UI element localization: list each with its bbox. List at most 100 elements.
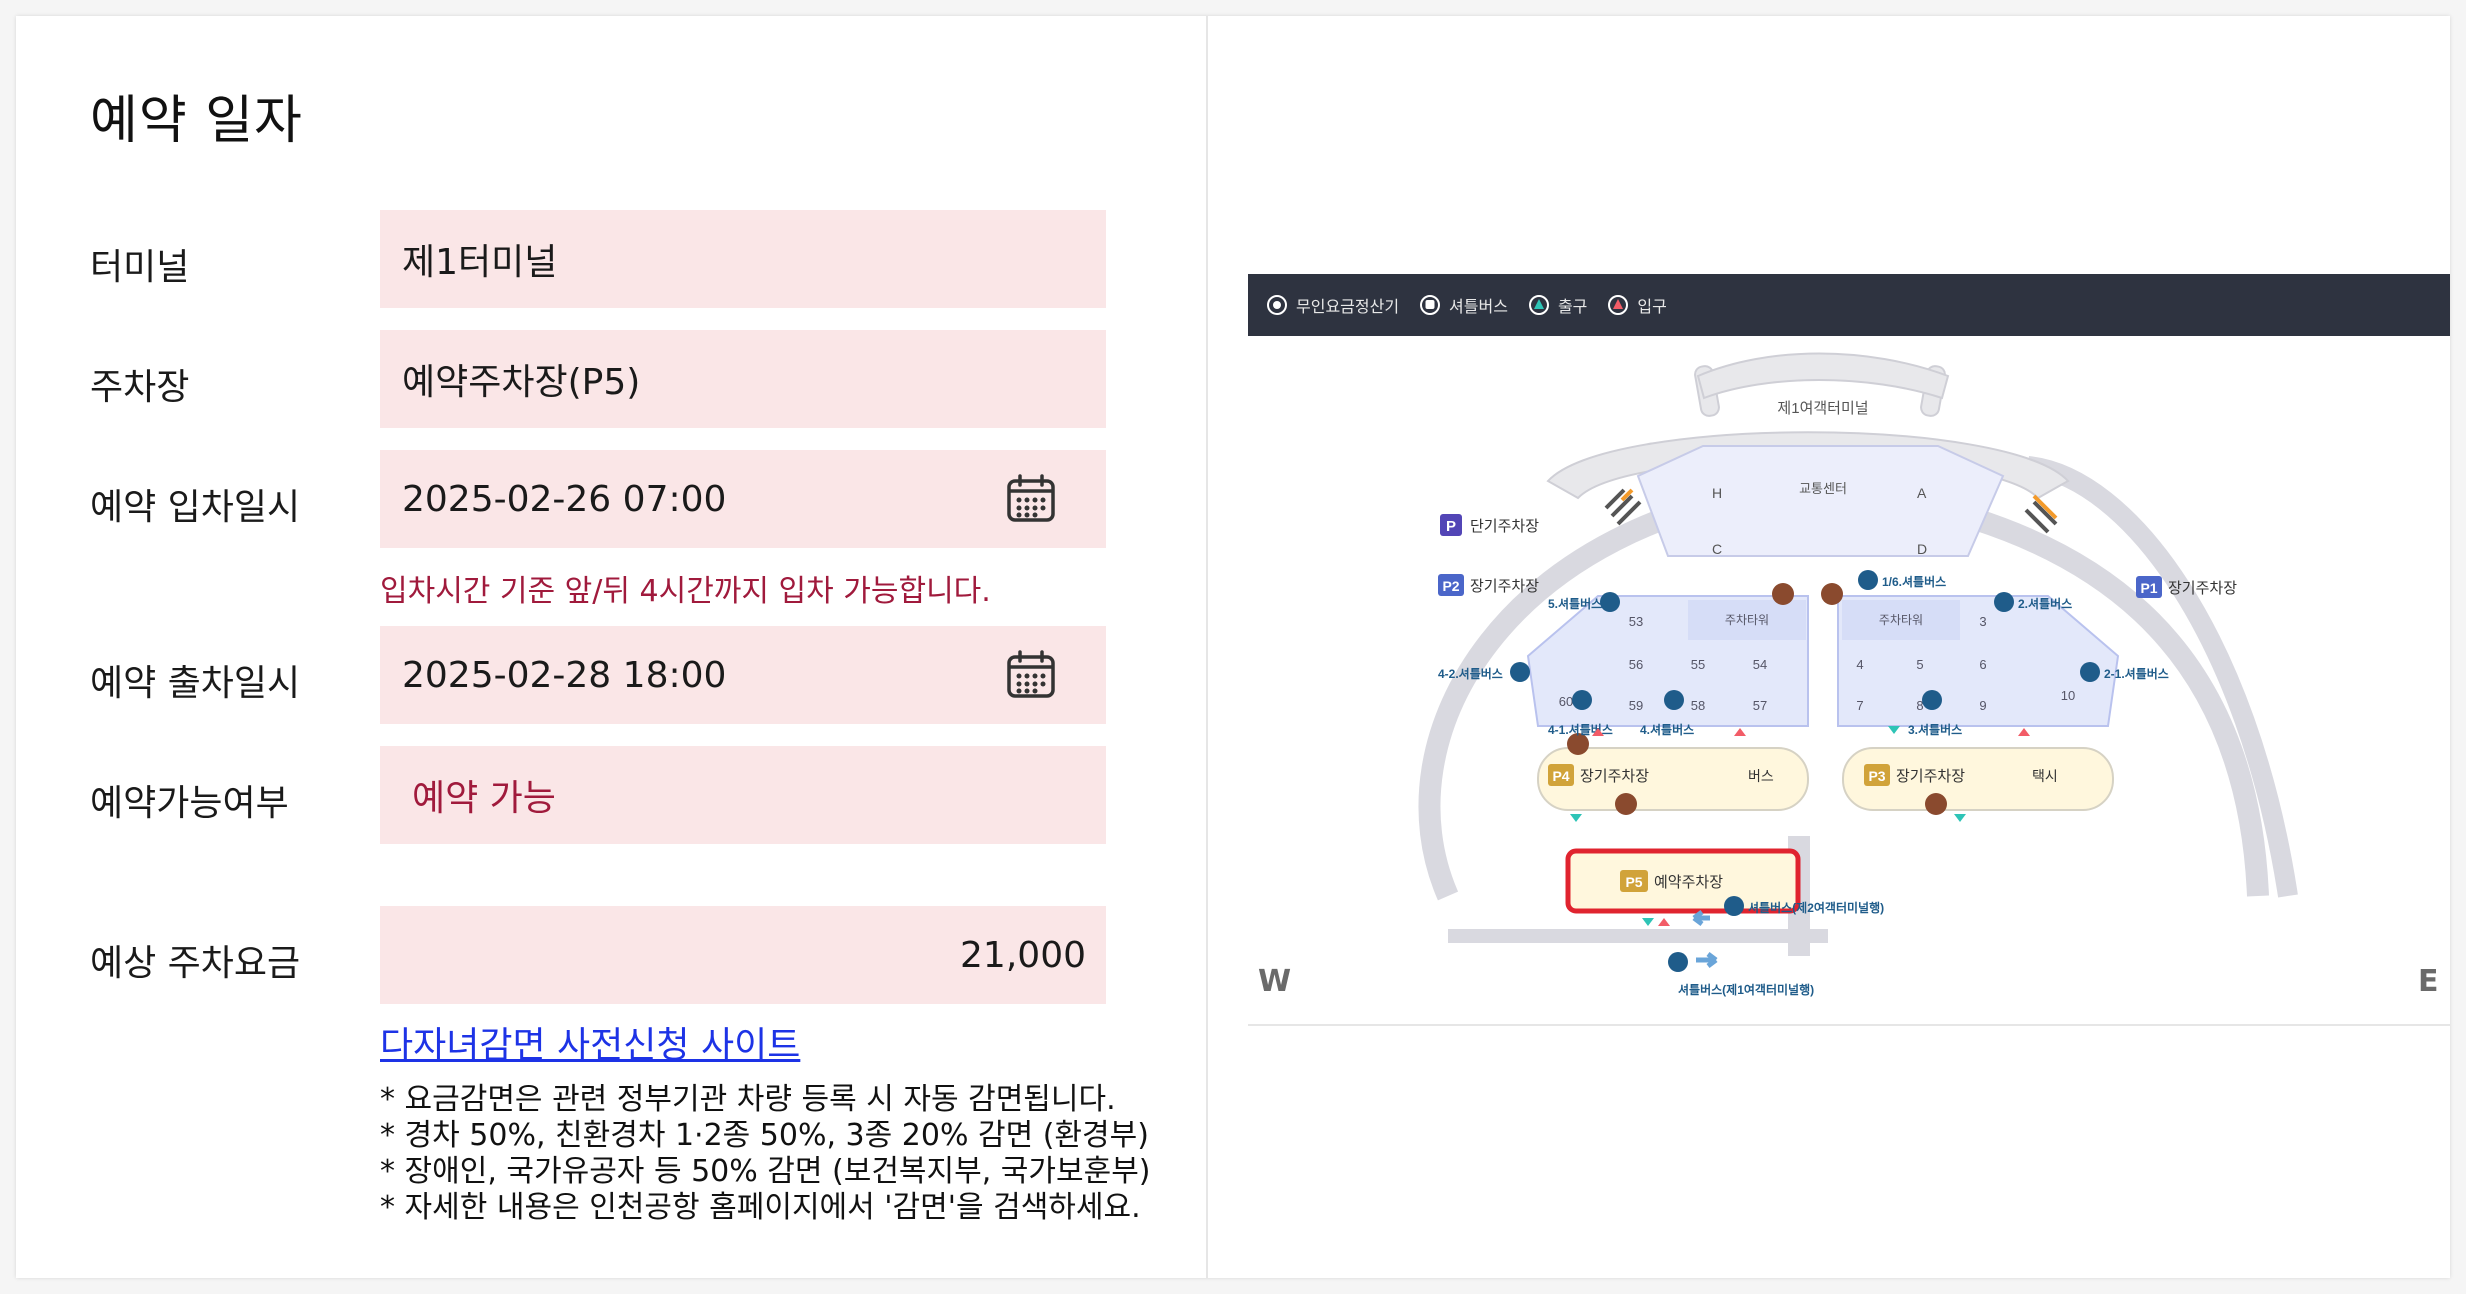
discount-link[interactable]: 다자녀감면 사전신청 사이트 xyxy=(380,1025,801,1066)
terminal-name: 제1여객터미널 xyxy=(1777,400,1868,417)
exit-datetime-field[interactable]: 2025-02-28 18:00 xyxy=(380,626,1106,724)
legend-label: 무인요금정산기 xyxy=(1296,297,1400,316)
pay-station-icon xyxy=(1567,733,1589,755)
entrance-icon xyxy=(1658,918,1670,926)
entrance-icon xyxy=(1608,295,1629,315)
shuttle-labels: 5.셔틀버스 1/6.셔틀버스 2.셔틀버스 4-2.셔틀버스 2-1.셔틀버스… xyxy=(1438,574,2169,997)
block-number: 53 xyxy=(1629,614,1643,629)
shuttle-label: 4.셔틀버스 xyxy=(1640,722,1694,737)
arrow-right-icon xyxy=(1696,952,1718,968)
shuttle-label: 4-1.셔틀버스 xyxy=(1548,722,1613,737)
arrow-left-icon xyxy=(1692,910,1710,926)
p3-tag xyxy=(1864,764,1890,786)
bus-icon xyxy=(1994,592,2014,612)
terminal-value: 제1터미널 xyxy=(402,242,558,283)
bus-icon xyxy=(1668,952,1688,972)
page-title: 예약 일자 xyxy=(90,91,303,151)
fee-value: 21,000 xyxy=(960,934,1086,976)
map-legend: 무인요금정산기 셔틀버스 출구 입구 xyxy=(1248,274,2450,336)
bus-icon xyxy=(1724,896,1744,916)
reservation-form: 예약 일자 터미널 제1터미널 주차장 예약주차장(P5) 예약 입차일시 20… xyxy=(16,16,1206,1278)
parking-lot-field[interactable]: 예약주차장(P5) xyxy=(380,330,1106,428)
block-number: 56 xyxy=(1629,657,1643,672)
note-line: * 경차 50%, 친환경차 1·2종 50%, 3종 20% 감면 (환경부) xyxy=(380,1118,1149,1153)
p4-lot xyxy=(1537,747,1809,811)
p3-label: 장기주차장 xyxy=(1896,768,1965,785)
shuttle-label: 5.셔틀버스 xyxy=(1548,596,1602,611)
east-road xyxy=(2026,456,2298,898)
p4-label: 장기주차장 xyxy=(1580,768,1649,785)
block-number: 59 xyxy=(1629,698,1643,713)
pay-station-icon xyxy=(1772,583,1794,605)
tower-label: 주차타워 xyxy=(1879,613,1923,627)
entry-exit-markers xyxy=(1570,726,2030,926)
transport-center xyxy=(1636,445,2005,557)
bus-icon xyxy=(2080,662,2100,682)
legend-exit: 출구 xyxy=(1528,293,1587,317)
pay-station-pins xyxy=(1567,583,1947,815)
parking-lot-value: 예약주차장(P5) xyxy=(402,362,641,403)
terminal-field[interactable]: 제1터미널 xyxy=(380,210,1106,308)
block-number: 10 xyxy=(2061,688,2075,703)
p2-label: 장기주차장 xyxy=(1470,578,1539,595)
p3-tag-label: P3 xyxy=(1868,768,1885,784)
shuttle-label: 3.셔틀버스 xyxy=(1908,722,1962,737)
shuttle-label: 2-1.셔틀버스 xyxy=(2104,666,2169,681)
p2-tag xyxy=(1438,574,1464,596)
discount-notes: * 요금감면은 관련 정부기관 차량 등록 시 자동 감면됩니다. * 경차 5… xyxy=(380,1082,1151,1226)
availability-field: 예약 가능 xyxy=(380,746,1106,844)
p5-reserved-lot xyxy=(1565,848,1801,914)
block-number: 57 xyxy=(1753,698,1767,713)
bus-icon xyxy=(1572,690,1592,710)
block-number: 6 xyxy=(1979,657,1986,672)
road-arrow-icon xyxy=(2024,500,2058,534)
availability-value: 예약 가능 xyxy=(412,778,556,819)
shuttle-label: 4-2.셔틀버스 xyxy=(1438,666,1503,681)
pay-station-icon xyxy=(1925,793,1947,815)
shuttle-label: 1/6.셔틀버스 xyxy=(1882,574,1946,589)
block-number: 5 xyxy=(1916,657,1923,672)
entrance-icon xyxy=(1734,728,1746,736)
shuttle-label: 2.셔틀버스 xyxy=(2018,596,2072,611)
bus-icon xyxy=(1664,690,1684,710)
parking-lot-label: 주차장 xyxy=(90,367,190,408)
parking-map: 제1여객터미널 교통센터 H A C D P 단기주차장 P2 xyxy=(1248,336,2450,1024)
p5-tag-label: P5 xyxy=(1625,874,1642,890)
calendar-icon[interactable] xyxy=(1006,474,1056,524)
legend-entrance: 입구 xyxy=(1607,293,1667,317)
panel-divider xyxy=(1206,16,1208,1278)
shuttle-label-t1: 셔틀버스(제1여객터미널행) xyxy=(1678,982,1814,997)
pay-station-icon xyxy=(1267,295,1287,315)
bus-icon xyxy=(1922,690,1942,710)
zone-a: A xyxy=(1917,485,1927,501)
zone-h: H xyxy=(1712,485,1722,501)
road-arrow-icon xyxy=(1604,488,1642,526)
exit-icon xyxy=(1954,814,1966,822)
p5-label: 예약주차장 xyxy=(1654,874,1723,891)
bus-icon xyxy=(1858,570,1878,590)
short-term-label: 단기주차장 xyxy=(1470,518,1539,535)
block-numbers-left: 53 56 55 54 60 59 58 57 xyxy=(1559,614,1767,713)
bus-icon xyxy=(1510,662,1530,682)
p1-tag-label: P1 xyxy=(2140,580,2157,596)
terminal-roof xyxy=(1696,352,1950,400)
p2-tag-label: P2 xyxy=(1442,578,1459,594)
entry-datetime-label: 예약 입차일시 xyxy=(90,487,301,528)
terminal-label: 터미널 xyxy=(90,247,190,288)
reservation-card: 예약 일자 터미널 제1터미널 주차장 예약주차장(P5) 예약 입차일시 20… xyxy=(16,16,2450,1278)
p5-tag xyxy=(1620,870,1648,892)
exit-icon xyxy=(1528,295,1549,315)
transport-center-label: 교통센터 xyxy=(1799,481,1847,496)
bus-icon xyxy=(1420,295,1441,315)
exit-icon xyxy=(1642,918,1654,926)
taxi-area-label: 택시 xyxy=(2032,768,2058,784)
legend-pay-station: 무인요금정산기 xyxy=(1266,293,1399,317)
calendar-icon[interactable] xyxy=(1006,650,1056,700)
legend-label: 셔틀버스 xyxy=(1449,297,1508,316)
p4-tag xyxy=(1548,764,1574,786)
legend-label: 입구 xyxy=(1637,297,1667,316)
block-number: 58 xyxy=(1691,698,1705,713)
block-number: 7 xyxy=(1856,698,1863,713)
entry-datetime-field[interactable]: 2025-02-26 07:00 xyxy=(380,450,1106,548)
short-term-tag xyxy=(1440,514,1462,536)
